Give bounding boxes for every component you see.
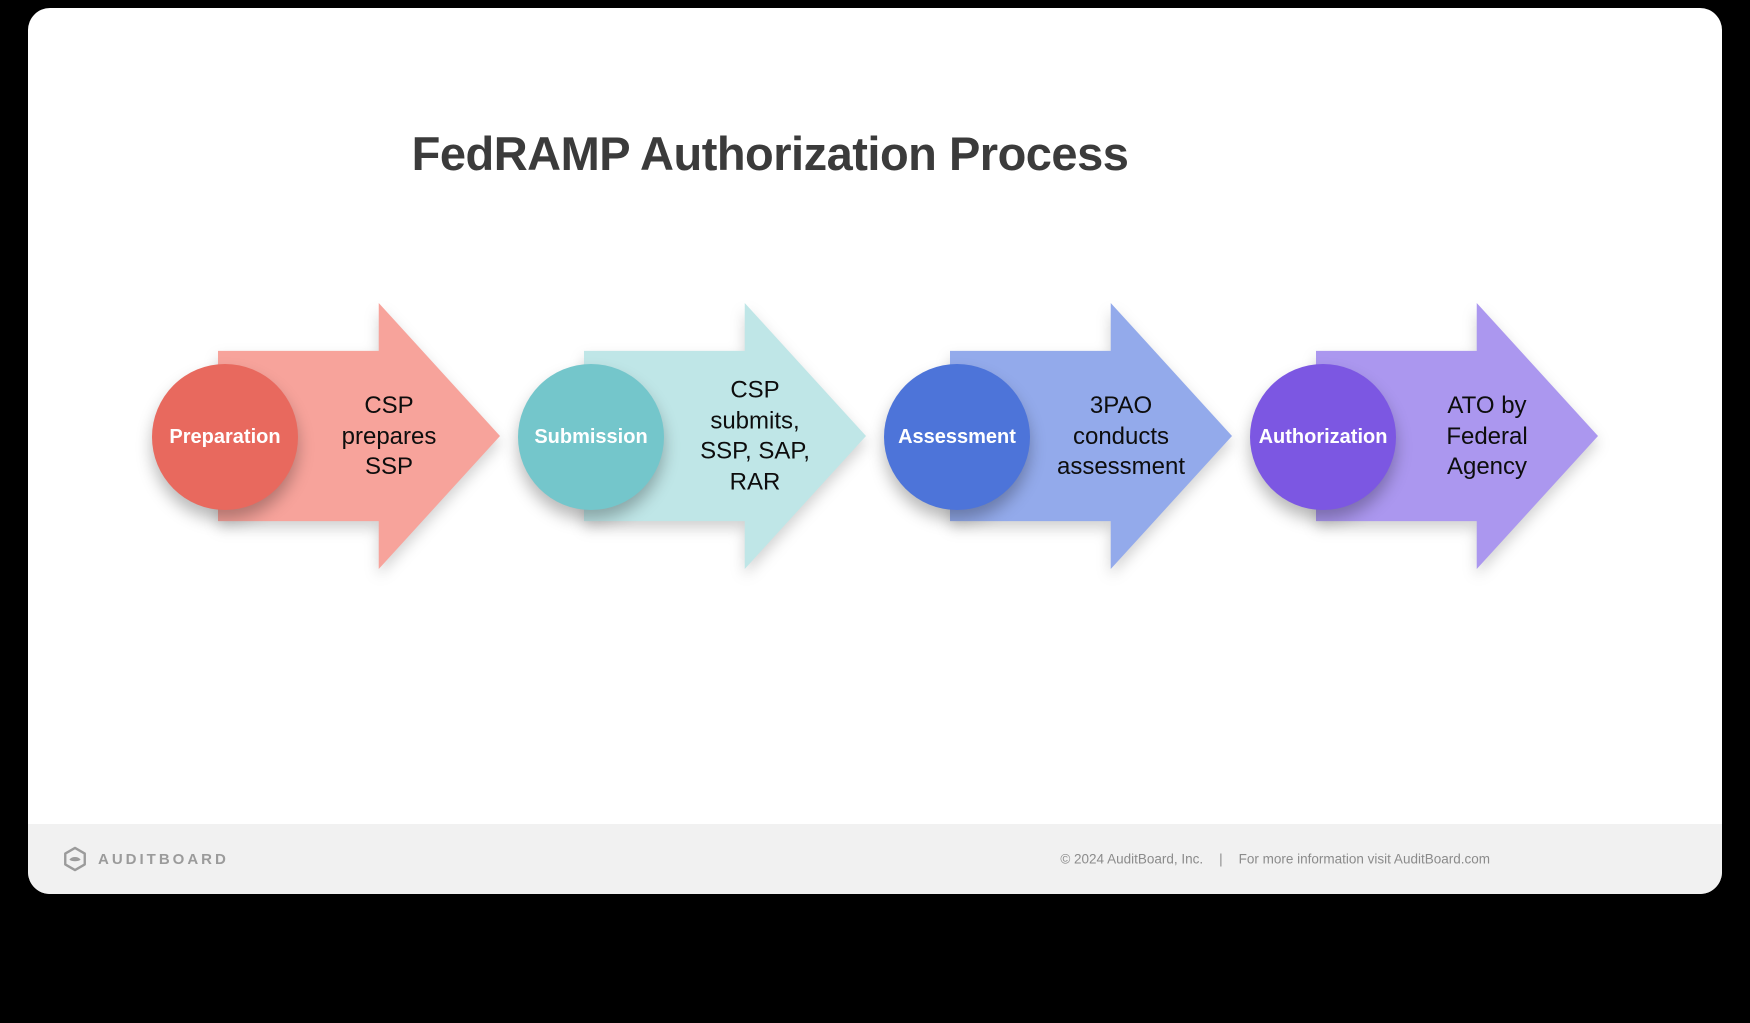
page-title: FedRAMP Authorization Process (411, 127, 1129, 180)
footer-info-text: For more information visit AuditBoard.co… (1238, 851, 1490, 867)
step-preparation: Preparation CSP prepares SSP (152, 302, 500, 572)
auditboard-logo-icon (64, 846, 86, 872)
process-steps: Preparation CSP prepares SSP Submission … (28, 302, 1722, 572)
step-authorization: Authorization ATO by Federal Agency (1250, 302, 1598, 572)
footer: AUDITBOARD © 2024 AuditBoard, Inc. | For… (28, 824, 1722, 894)
authorization-circle: Authorization (1250, 364, 1396, 510)
step-description: 3PAO conducts assessment (1056, 391, 1186, 481)
preparation-circle: Preparation (152, 364, 298, 510)
step-description: ATO by Federal Agency (1446, 391, 1528, 481)
auditboard-logo: AUDITBOARD (62, 846, 229, 872)
footer-info: © 2024 AuditBoard, Inc. | For more infor… (1060, 852, 1490, 867)
step-submission: Submission CSP submits, SSP, SAP, RAR (518, 302, 866, 572)
brand-name: AUDITBOARD (98, 850, 229, 868)
step-label: Authorization (1258, 425, 1388, 448)
step-label: Assessment (898, 425, 1016, 448)
step-label: Preparation (169, 425, 281, 448)
step-label: Submission (534, 425, 648, 448)
copyright-text: © 2024 AuditBoard, Inc. (1060, 851, 1204, 867)
step-assessment: Assessment 3PAO conducts assessment (884, 302, 1232, 572)
step-description: CSP prepares SSP (341, 391, 437, 481)
footer-separator: | (1219, 851, 1223, 867)
step-description: CSP submits, SSP, SAP, RAR (700, 376, 810, 496)
slide-card: FedRAMP Authorization Process Preparatio… (28, 8, 1722, 894)
assessment-circle: Assessment (884, 364, 1030, 510)
submission-circle: Submission (518, 364, 664, 510)
